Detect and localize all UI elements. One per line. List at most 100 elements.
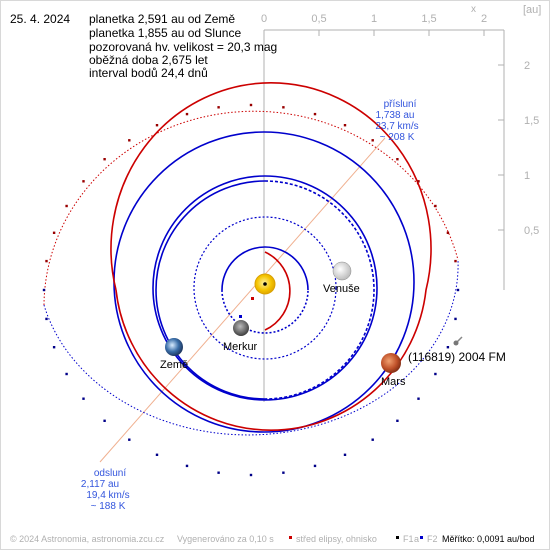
asteroid-orbit-point — [42, 288, 46, 292]
mars — [381, 353, 401, 373]
legend-f1-text: F1 — [403, 534, 414, 544]
mercury-orbit-right — [264, 251, 291, 331]
legend-f2-swatch — [420, 536, 423, 539]
right-tick-label: 2 — [524, 60, 530, 72]
earth — [165, 338, 183, 356]
right-tick-label: 1,5 — [524, 115, 539, 127]
sun-center-dot — [263, 282, 267, 286]
legend-center-swatch — [289, 536, 292, 539]
asteroid-orbit-point — [434, 204, 437, 208]
asteroid-orbit-point — [434, 372, 437, 376]
venus-orbit-right — [264, 180, 375, 400]
right-tick-label: 1 — [524, 170, 530, 182]
asteroid-orbit-point — [313, 112, 317, 116]
top-tick-label: 0,5 — [311, 13, 326, 25]
mercury-orbit-above — [221, 246, 309, 291]
legend-a-text: a — [414, 534, 419, 544]
asteroid-marker — [453, 336, 463, 346]
top-tick-label: 0 — [261, 13, 267, 25]
asteroid-label: (116819) 2004 FM — [408, 350, 506, 364]
perihelion-note: přísluní 1,738 au 23,7 km/s ~ 208 K — [375, 99, 418, 143]
asteroid-orbit-point — [446, 346, 450, 349]
asteroid-orbit-point — [52, 346, 56, 349]
top-scale-axis — [263, 29, 504, 402]
aphelion-note: odsluní 2,117 au 19,4 km/s ~ 188 K — [81, 468, 130, 512]
asteroid-orbit-point — [371, 438, 374, 441]
asteroid-orbit-point — [185, 464, 189, 468]
perihelion-speed: 23,7 km/s — [375, 121, 418, 132]
asteroid-orbit-points — [42, 103, 460, 477]
footer: © 2024 Astronomia, astronomia.zcu.cz Vyg… — [10, 534, 535, 544]
top-scale-x-marker: x — [471, 4, 476, 15]
venus-label: Venuše — [323, 283, 360, 295]
mars-orbit — [110, 82, 432, 431]
asteroid-orbit-point — [343, 453, 347, 456]
asteroid-orbit-point — [82, 397, 85, 400]
asteroid-orbit-point — [217, 471, 220, 474]
perihelion-temperature: ~ 208 K — [380, 132, 415, 143]
asteroid-orbit-point — [185, 112, 189, 116]
top-scale-unit: [au] — [523, 4, 541, 16]
asteroid-orbit-point — [417, 180, 420, 183]
asteroid-orbit-point — [217, 106, 220, 109]
earth-orbit — [152, 175, 378, 401]
asteroid-orbit-point — [282, 471, 285, 474]
asteroid-orbit-point — [52, 231, 56, 234]
asteroid-orbit-point — [128, 139, 131, 142]
top-tick-label: 1,5 — [421, 13, 436, 25]
right-scale-labels: 2 1,5 1 0,5 — [524, 60, 539, 237]
asteroid-orbit-point — [155, 453, 159, 456]
legend-f1-swatch — [396, 536, 399, 539]
aphelion-title: odsluní — [94, 468, 126, 479]
copyright-text: © 2024 Astronomia, astronomia.zcu.cz — [10, 534, 165, 544]
asteroid-orbit-point — [371, 139, 374, 142]
asteroid-orbit-point — [128, 438, 131, 441]
asteroid-orbit-point — [45, 317, 48, 321]
perihelion-distance: 1,738 au — [376, 110, 415, 121]
asteroid-orbit-point — [446, 231, 450, 234]
right-tick-label: 0,5 — [524, 225, 539, 237]
asteroid-orbit-point — [103, 158, 106, 161]
aphelion-temperature: ~ 188 K — [91, 501, 126, 512]
info-period: oběžná doba 2,675 let — [89, 53, 208, 67]
top-tick-label: 1 — [371, 13, 377, 25]
asteroid-orbit-point — [313, 464, 317, 468]
date-label: 25. 4. 2024 — [10, 12, 70, 26]
top-tick-label: 2 — [481, 13, 487, 25]
aphelion-speed: 19,4 km/s — [86, 490, 129, 501]
legend-f2-text: F2 — [427, 534, 438, 544]
venus-orbit-inner — [193, 216, 337, 360]
venus-orbit-left — [155, 180, 266, 400]
venus — [332, 261, 352, 281]
scale-text: Měřítko: 0,0091 au/bod — [442, 534, 535, 544]
asteroid-orbit-point — [103, 419, 106, 422]
asteroid-orbit-point — [282, 106, 285, 109]
asteroid-orbit-point — [396, 419, 399, 422]
aphelion-distance: 2,117 au — [81, 479, 119, 490]
asteroid-orbit-point — [82, 180, 85, 183]
asteroid-orbit-point — [65, 372, 68, 376]
asteroid-orbit-point — [249, 473, 253, 477]
asteroid-orbit-lower — [43, 259, 459, 436]
top-scale-labels: 0 0,5 1 1,5 2 — [261, 13, 487, 25]
right-scale-axis — [498, 30, 505, 290]
asteroid-orbit-point — [45, 259, 48, 263]
earth-label: Země — [160, 359, 188, 371]
asteroid-orbit-point — [396, 158, 399, 161]
generated-text: Vygenerováno za 0,10 s — [177, 534, 274, 544]
info-point-interval: interval bodů 24,4 dnů — [89, 66, 208, 80]
mars-label: Mars — [381, 376, 406, 388]
legend-center-text: střed elipsy, ohnisko — [296, 534, 377, 544]
mercury — [233, 320, 249, 336]
apsidal-line — [99, 137, 386, 463]
asteroid-orbit-point — [343, 124, 347, 127]
mercury-label: Merkur — [223, 341, 258, 353]
asteroid-orbit-point — [454, 259, 457, 263]
asteroid-orbit-point — [65, 204, 68, 208]
asteroid-orbit-point — [155, 124, 159, 127]
info-magnitude: pozorovaná hv. velikost = 20,3 mag — [89, 40, 277, 54]
asteroid-orbit-point — [454, 317, 457, 321]
asteroid-info: planetka 2,591 au od Země planetka 1,855… — [89, 12, 277, 80]
